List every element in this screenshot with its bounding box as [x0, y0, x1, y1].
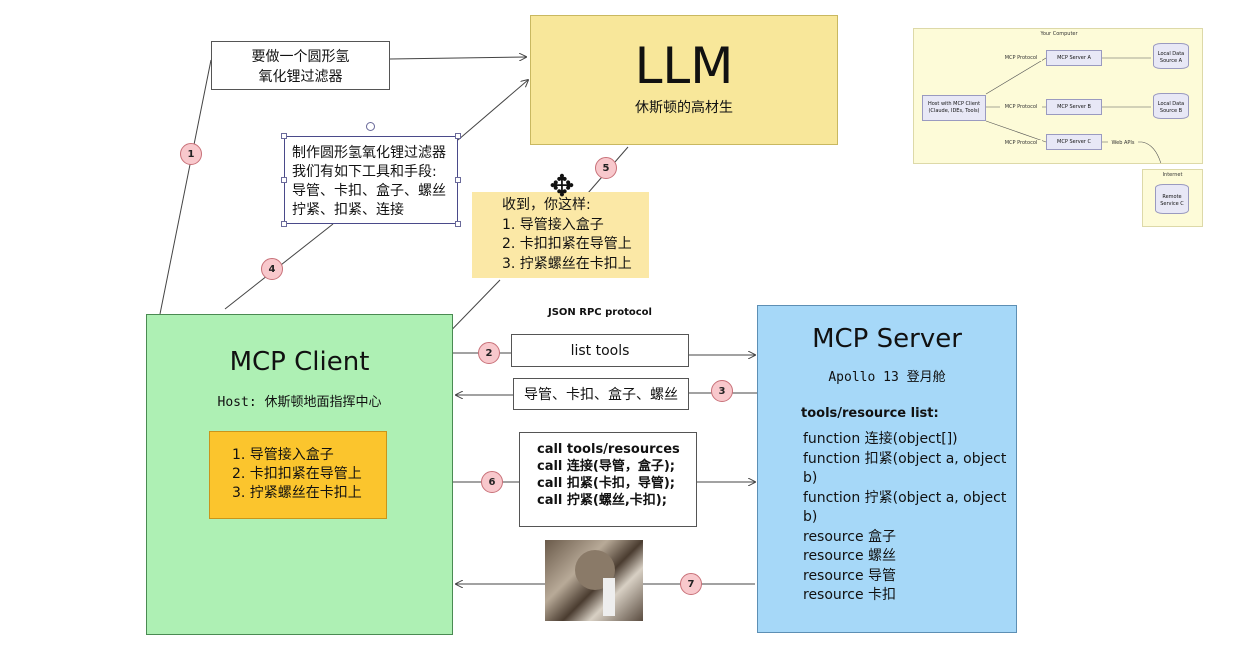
mini-server-c: MCP Server C	[1046, 134, 1102, 150]
mini-computer-label: Your Computer	[1040, 31, 1078, 37]
list-tools-box[interactable]: list tools	[511, 334, 689, 367]
client-title: MCP Client	[229, 347, 370, 377]
mini-protocol-label: MCP Protocol	[1000, 55, 1042, 61]
mini-architecture-diagram[interactable]: Your Computer Host with MCP Client (Clau…	[913, 28, 1203, 164]
llm-subtitle: 休斯顿的高材生	[635, 100, 733, 116]
response-line: 1. 导管接入盒子	[502, 216, 604, 233]
prompt-line: 导管、卡扣、盒子、螺丝	[292, 183, 446, 199]
step-badge: 2	[478, 342, 500, 364]
step-badge: 6	[481, 471, 503, 493]
arrow-question-to-llm	[389, 57, 526, 59]
response-line: 3. 拧紧螺丝在卡扣上	[502, 255, 632, 272]
server-list-item: resource 盒子	[803, 528, 897, 545]
client-steps-box[interactable]: 1. 导管接入盒子 2. 卡扣扣紧在导管上 3. 拧紧螺丝在卡扣上	[209, 431, 387, 519]
resize-handle[interactable]	[281, 221, 287, 227]
mini-protocol-label: MCP Protocol	[1000, 140, 1042, 146]
tools-response-box[interactable]: 导管、卡扣、盒子、螺丝	[513, 378, 689, 410]
mini-protocol-label: MCP Protocol	[1000, 104, 1042, 110]
client-host: Host: 休斯顿地面指挥中心	[217, 395, 382, 410]
client-step: 2. 卡扣扣紧在导管上	[232, 466, 362, 482]
step-badge: 1	[180, 143, 202, 165]
resize-handle[interactable]	[281, 133, 287, 139]
server-subtitle: Apollo 13 登月舱	[828, 370, 946, 385]
response-line: 收到，你这样:	[502, 197, 591, 213]
question-line: 氧化锂过滤器	[258, 68, 343, 85]
move-cursor-icon: ✥	[549, 169, 575, 204]
call-line: call tools/resources	[537, 442, 680, 457]
resize-handle[interactable]	[455, 133, 461, 139]
llm-response-box[interactable]: 收到，你这样: 1. 导管接入盒子 2. 卡扣扣紧在导管上 3. 拧紧螺丝在卡扣…	[472, 192, 649, 278]
server-list-item: function 扣紧(object a, object b)	[803, 450, 1007, 487]
server-list-item: resource 导管	[803, 567, 897, 584]
server-list-item: resource 卡扣	[803, 587, 897, 603]
server-list-heading: tools/resource list:	[801, 406, 939, 421]
step-badge: 3	[711, 380, 733, 402]
mini-host-label: Host with MCP Client (Claude, IDEs, Tool…	[927, 101, 981, 114]
call-line: call 连接(导管，盒子);	[537, 459, 675, 474]
rotate-handle[interactable]	[366, 122, 375, 131]
step-badge: 7	[680, 573, 702, 595]
question-line: 要做一个圆形氢	[251, 48, 350, 65]
resize-handle[interactable]	[455, 177, 461, 183]
server-list-item: function 拧紧(object a, object b)	[803, 489, 1007, 526]
resize-handle[interactable]	[281, 177, 287, 183]
prompt-line: 制作圆形氢氧化锂过滤器	[292, 145, 446, 161]
mcp-server-box[interactable]: MCP Server Apollo 13 登月舱 tools/resource …	[757, 305, 1017, 633]
mini-web-apis-label: Web APIs	[1108, 140, 1138, 146]
server-list-item: function 连接(object[])	[803, 431, 958, 447]
line-client-to-question	[159, 59, 212, 315]
rpc-protocol-label: JSON RPC protocol	[548, 307, 652, 318]
call-tools-box[interactable]: call tools/resources call 连接(导管，盒子); cal…	[519, 432, 697, 527]
server-list-item: resource 螺丝	[803, 548, 897, 564]
call-line: call 拧紧(螺丝,卡扣);	[537, 493, 667, 508]
mini-internet-box[interactable]: Internet Remote Service C	[1142, 169, 1203, 227]
server-list: function 连接(object[]) function 扣紧(object…	[803, 430, 1016, 606]
mini-source-b: Local Data Source B	[1153, 93, 1189, 119]
step-badge: 5	[595, 157, 617, 179]
response-line: 2. 卡扣扣紧在导管上	[502, 236, 632, 252]
server-title: MCP Server	[812, 324, 962, 354]
mini-server-a: MCP Server A	[1046, 50, 1102, 66]
photo-detail	[603, 578, 615, 616]
mini-remote-service: Remote Service C	[1155, 184, 1189, 214]
step-badge: 4	[261, 258, 283, 280]
prompt-line: 拧紧、扣紧、连接	[292, 202, 404, 218]
prompt-box[interactable]: 制作圆形氢氧化锂过滤器 我们有如下工具和手段: 导管、卡扣、盒子、螺丝 拧紧、扣…	[284, 136, 458, 224]
llm-title: LLM	[634, 37, 734, 95]
client-step: 3. 拧紧螺丝在卡扣上	[232, 485, 362, 501]
client-step: 1. 导管接入盒子	[232, 447, 334, 463]
mini-host-node: Host with MCP Client (Claude, IDEs, Tool…	[922, 95, 986, 121]
llm-box[interactable]: LLM 休斯顿的高材生	[530, 15, 838, 145]
apollo-photo[interactable]	[545, 540, 643, 621]
mini-server-b: MCP Server B	[1046, 99, 1102, 115]
prompt-line: 我们有如下工具和手段:	[292, 164, 437, 180]
call-line: call 扣紧(卡扣，导管);	[537, 476, 675, 491]
mcp-client-box[interactable]: MCP Client Host: 休斯顿地面指挥中心 1. 导管接入盒子 2. …	[146, 314, 453, 635]
mini-internet-label: Internet	[1162, 172, 1183, 178]
mini-source-a: Local Data Source A	[1153, 43, 1189, 69]
arrow-prompt-to-llm	[457, 80, 528, 141]
question-box[interactable]: 要做一个圆形氢 氧化锂过滤器	[211, 41, 390, 90]
resize-handle[interactable]	[455, 221, 461, 227]
